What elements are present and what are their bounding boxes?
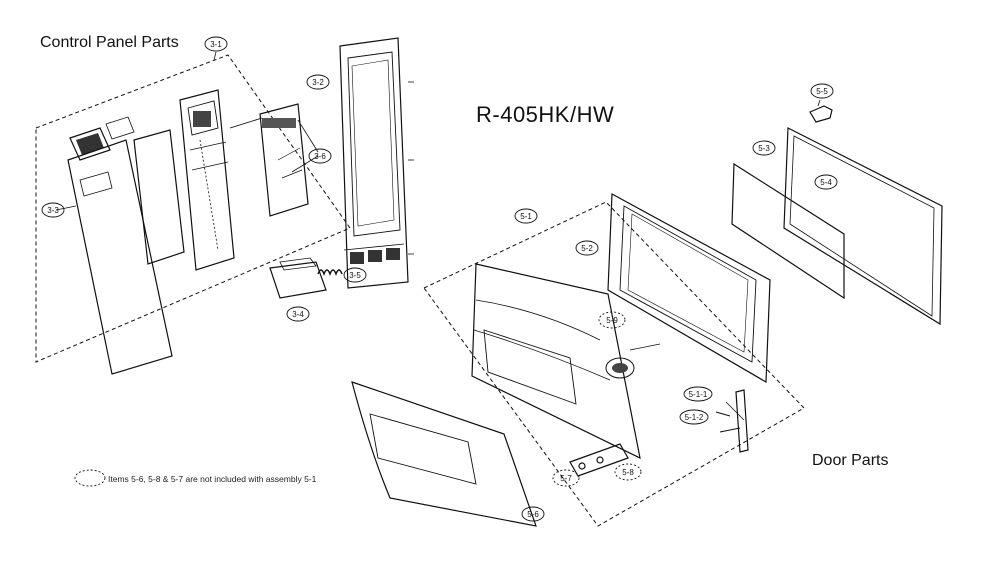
display-window-part: [69, 116, 135, 161]
control-panel-group-outline: [35, 54, 351, 363]
door-group-outline: [423, 201, 805, 527]
bubble-3-1: [204, 36, 228, 52]
membrane-sheet-part: [133, 129, 185, 265]
control-panel-frame-part: [179, 89, 235, 271]
part-3-2-housing: [339, 37, 414, 289]
model-number-title: R-405HK/HW: [476, 102, 615, 127]
part-5-2-choke-frame: [607, 193, 771, 384]
latch-arm-parts: [715, 389, 749, 453]
bubble-3-5: [343, 267, 367, 283]
door-parts-title: Door Parts: [812, 452, 889, 469]
label-3-4: 3-4: [292, 310, 304, 319]
label-5-9: 5-9: [606, 316, 618, 325]
label-5-2: 5-2: [581, 244, 593, 253]
label-5-3: 5-3: [758, 144, 770, 153]
part-5-6-decor-panel: [351, 381, 537, 527]
label-3-3: 3-3: [47, 206, 59, 215]
part-5-5-latch: [809, 99, 833, 123]
part-3-5-spring: [317, 269, 343, 276]
bubble-5-4: [814, 174, 838, 190]
label-5-5: 5-5: [816, 87, 828, 96]
part-5-1-door-front: [471, 263, 661, 460]
bubble-3-6: [308, 148, 332, 164]
leader-3-1: [213, 51, 217, 61]
label-3-6: 3-6: [314, 152, 326, 161]
label-5-7: 5-7: [560, 474, 572, 483]
part-5-3-glass: [731, 162, 845, 300]
bubble-5-3: [752, 140, 776, 156]
bubble-5-1-2: [679, 409, 709, 425]
label-5-4: 5-4: [820, 178, 832, 187]
label-3-1: 3-1: [210, 40, 222, 49]
bubble-3-4: [286, 306, 310, 322]
bubble-5-7: [552, 469, 580, 487]
label-5-1-2: 5-1-2: [685, 413, 704, 422]
part-5-4-frame: [783, 127, 943, 326]
bubble-5-1: [514, 208, 538, 224]
label-5-8: 5-8: [622, 468, 634, 477]
bubble-5-9: [598, 311, 626, 329]
pcb-bracket-part: [229, 103, 319, 217]
label-5-1: 5-1: [520, 212, 532, 221]
hinge-pieces: [569, 443, 629, 477]
control-panel-parts-title: Control Panel Parts: [40, 34, 179, 51]
label-5-6: 5-6: [527, 510, 539, 519]
assembly-note: Items 5-6, 5-8 & 5-7 are not included wi…: [108, 474, 317, 484]
label-3-5: 3-5: [349, 271, 361, 280]
bubble-5-2: [575, 240, 599, 256]
note-legend-bubble: [74, 469, 106, 487]
bubble-5-6: [521, 506, 545, 522]
part-3-4-button: [269, 257, 327, 299]
bubble-5-1-1: [683, 386, 713, 402]
bubble-3-3: [41, 202, 65, 218]
label-5-1-1: 5-1-1: [689, 390, 708, 399]
bubble-5-5: [810, 83, 834, 99]
bubble-5-8: [614, 463, 642, 481]
bubble-3-2: [306, 74, 330, 90]
label-3-2: 3-2: [312, 78, 324, 87]
part-3-3-film: [55, 139, 173, 375]
